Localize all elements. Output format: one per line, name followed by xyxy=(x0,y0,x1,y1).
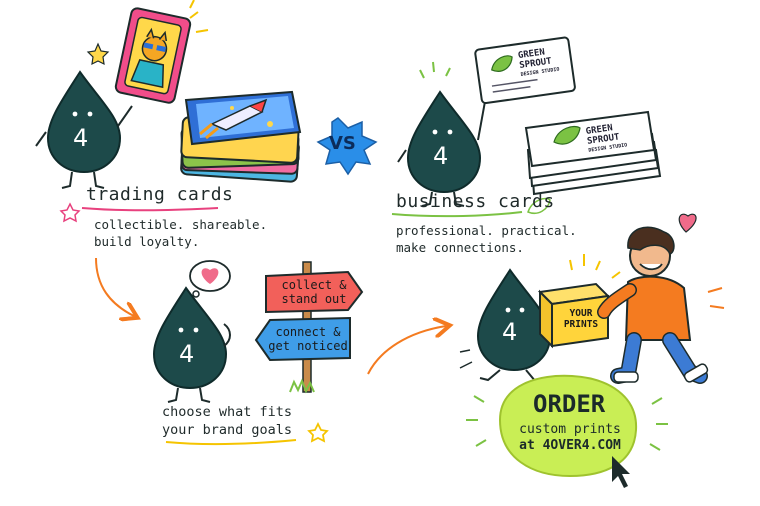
card-brand-line1: GREEN xyxy=(517,47,545,61)
sign-collect-line2: stand out xyxy=(281,292,347,306)
sign-connect xyxy=(254,316,351,362)
card-brand-line3: DESIGN STUDIO xyxy=(520,67,560,78)
sign-collect xyxy=(265,270,364,314)
sign-collect-text: collect & stand out xyxy=(272,278,356,306)
mascot-thinking xyxy=(152,286,231,403)
business-cards-heading: business cards xyxy=(396,191,555,212)
order-line1: custom prints xyxy=(519,422,621,437)
spark-lines xyxy=(189,0,209,33)
stack-brand-line2: SPROUT xyxy=(587,132,621,147)
business-cards-line1: professional. practical. xyxy=(396,223,577,238)
trading-cards-line1: collectible. shareable. xyxy=(94,217,268,232)
thought-bubble xyxy=(189,260,231,298)
sign-connect-line2: get noticed xyxy=(268,339,348,353)
person-spark-lines xyxy=(707,287,725,309)
sign-collect-line1: collect & xyxy=(281,278,347,292)
stack-brand-line1: GREEN xyxy=(585,123,613,137)
prints-box xyxy=(537,282,611,349)
cursor-icon xyxy=(612,456,630,488)
trading-cards-line2: build loyalty. xyxy=(94,234,200,249)
held-business-card: GREEN SPROUT DESIGN STUDIO xyxy=(474,36,576,105)
heart-icon xyxy=(201,268,219,284)
pink-star-icon xyxy=(59,202,81,223)
order-subtext: custom prints at 4OVER4.COM xyxy=(508,422,632,454)
business-cards-line2: make connections. xyxy=(396,240,524,255)
spark-lines-green xyxy=(419,61,451,79)
choose-underline xyxy=(165,439,297,446)
mascot-business xyxy=(397,90,487,207)
vs-badge xyxy=(316,117,378,176)
sparkle-star-icon xyxy=(86,42,110,66)
choose-line1: choose what fits xyxy=(162,404,293,420)
choose-line2: your brand goals xyxy=(162,422,293,438)
yellow-star-icon xyxy=(307,421,329,443)
sign-connect-line1: connect & xyxy=(275,325,341,339)
trading-underline xyxy=(81,207,219,212)
arrow-to-order xyxy=(367,326,446,375)
card-brand-line2: SPROUT xyxy=(519,56,553,71)
box-label: YOUR PRINTS xyxy=(554,308,608,330)
person-receiving xyxy=(597,226,709,384)
box-label-line1: YOUR xyxy=(569,308,593,319)
leaf-icon xyxy=(527,197,551,214)
arrow-to-choose xyxy=(95,257,134,316)
trading-cards-heading: trading cards xyxy=(86,184,234,205)
business-card-stack: GREEN SPROUT DESIGN STUDIO xyxy=(524,110,662,196)
order-badge xyxy=(466,374,668,478)
business-underline xyxy=(391,211,523,218)
heart-icon-2 xyxy=(678,213,697,233)
signpost xyxy=(254,261,364,394)
trading-card-stack xyxy=(180,90,302,183)
mascot-number: 4 xyxy=(179,340,195,368)
mascot-number: 4 xyxy=(502,318,518,346)
stack-brand-line3: DESIGN STUDIO xyxy=(588,142,628,153)
mascot-number: 4 xyxy=(73,124,89,152)
mascot-number: 4 xyxy=(433,142,449,170)
mascot-trading xyxy=(35,70,133,189)
box-spark-lines xyxy=(569,254,621,279)
box-label-line2: PRINTS xyxy=(563,319,599,330)
order-title: ORDER xyxy=(533,390,606,418)
sign-connect-text: connect & get noticed xyxy=(266,325,350,353)
order-line2: at 4OVER4.COM xyxy=(519,438,621,453)
held-trading-card xyxy=(114,7,192,104)
vs-label: VS xyxy=(329,133,356,154)
